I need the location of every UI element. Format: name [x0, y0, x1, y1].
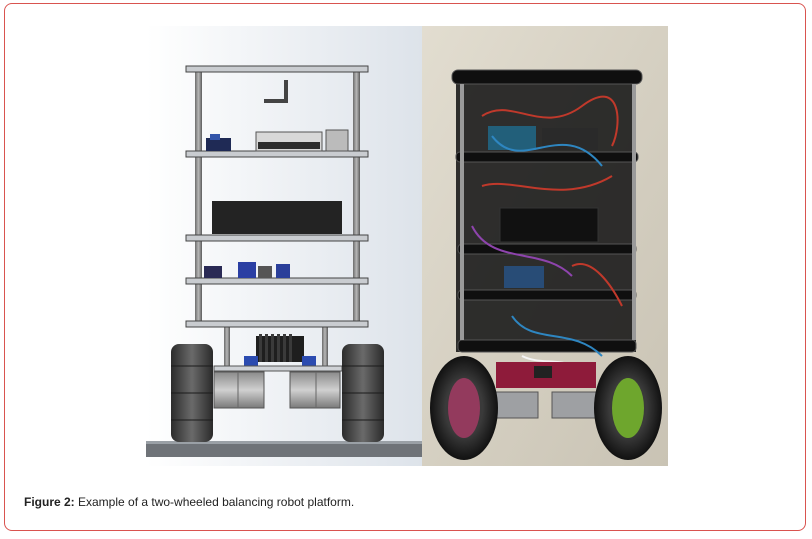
figure-label: Figure 2: [24, 495, 75, 509]
cad-robot-rendering [146, 26, 422, 466]
figure-caption-text: Example of a two-wheeled balancing robot… [74, 495, 355, 509]
robot-photograph [422, 26, 668, 466]
figure-caption: Figure 2: Example of a two-wheeled balan… [24, 495, 354, 509]
figure-image [146, 26, 668, 466]
